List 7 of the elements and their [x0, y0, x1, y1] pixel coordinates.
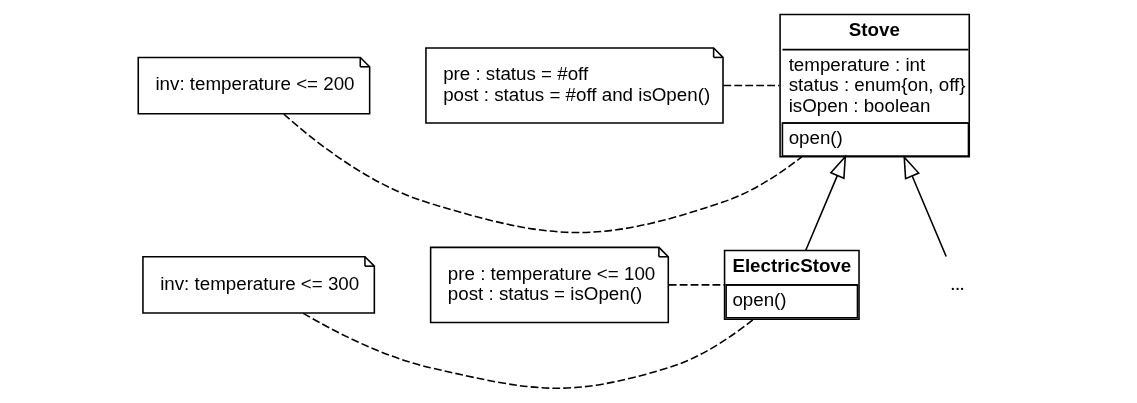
- connector: [667, 284, 725, 286]
- connector: [302, 312, 754, 389]
- arrow: [804, 154, 846, 252]
- arrow: [902, 154, 947, 258]
- connector: [282, 113, 802, 234]
- connector: [722, 84, 780, 87]
- node-text: ...: [950, 272, 965, 294]
